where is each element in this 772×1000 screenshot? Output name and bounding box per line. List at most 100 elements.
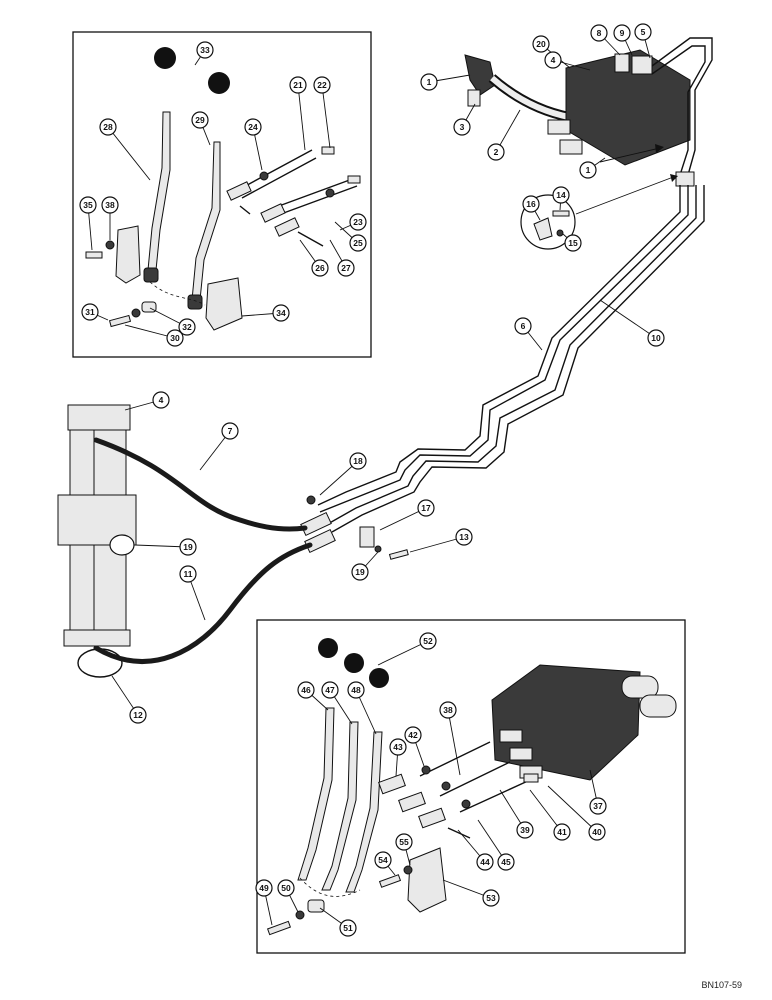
callout-33: 33 [194,41,214,66]
callout-42: 42 [404,726,425,767]
callout-number: 45 [501,857,511,867]
callout-number: 10 [651,333,661,343]
arrow-head [670,174,678,182]
callout-leader [297,84,306,151]
callout-bubble [419,632,437,650]
nut [461,799,471,809]
callout-bubble [101,196,119,214]
remote-valve-assembly [464,37,713,250]
callout-4: 4 [124,391,170,411]
arrow-head [655,144,664,153]
clevis [274,217,300,237]
valve-spool [559,139,583,155]
callout-52: 52 [377,632,437,666]
callout-number: 38 [443,705,453,715]
callout-number: 40 [592,827,602,837]
callout-number: 8 [597,28,602,38]
callout-leader [547,785,598,833]
callout-number: 23 [353,217,363,227]
callout-22: 22 [313,76,331,149]
callout-38: 38 [439,701,461,776]
callout-37: 37 [589,769,607,815]
callout-number: 31 [85,307,95,317]
cylinder-head [67,404,131,431]
callout-number: 26 [315,263,325,273]
callout-bubble [81,303,99,321]
callout-bubble [439,701,457,719]
callout-23: 23 [339,213,367,231]
callout-number: 44 [480,857,490,867]
callout-8: 8 [590,24,621,56]
callout-bubble [178,318,196,336]
callout-bubble [152,391,170,409]
callout-number: 4 [159,395,164,405]
callout-50: 50 [277,879,299,913]
callout-number: 50 [281,883,291,893]
callout-bubble [313,76,331,94]
callout-number: 15 [568,238,578,248]
lever-rod [147,111,171,271]
callout-bubble [179,538,197,556]
callout-number: 51 [343,923,353,933]
assembly-line [149,281,206,306]
lever-knob [344,653,364,673]
washer [403,865,413,875]
callout-number: 11 [184,569,193,579]
callout-bubble [417,499,435,517]
callout-leader [134,544,189,548]
callout-12: 12 [111,675,147,724]
lever-bracket [407,847,447,913]
callout-number: 43 [393,742,403,752]
lower-valve-inset [256,619,686,954]
callout-bubble [191,111,209,129]
valve-port [639,694,677,718]
callout-bubble [221,422,239,440]
callout-44: 44 [457,829,494,871]
callout-bubble [522,195,540,213]
steel-line-10 [325,185,697,526]
callout-bubble [196,41,214,59]
callout-number: 55 [399,837,409,847]
callout-2: 2 [487,109,521,161]
callout-number: 53 [486,893,496,903]
callout-bubble [99,118,117,136]
callout-bubble [552,186,570,204]
callout-43: 43 [389,738,407,777]
bolt [552,210,570,217]
callout-bubble [339,919,357,937]
callout-number: 54 [378,855,388,865]
callout-bubble [166,329,184,347]
callout-bubble [516,821,534,839]
valve-port [621,675,659,699]
callout-34: 34 [241,304,290,322]
callout-9: 9 [613,24,633,56]
callout-47: 47 [321,681,353,725]
callout-number: 39 [520,825,530,835]
pin [523,773,539,783]
callout-18: 18 [319,452,367,496]
callout-7: 7 [199,422,239,471]
callout-bubble [349,213,367,231]
nut [259,171,269,181]
lever-knob [318,638,338,658]
callout-number: 5 [641,27,646,37]
callout-bubble [297,681,315,699]
callout-number: 22 [317,80,327,90]
callout-bubble [553,823,571,841]
hydraulic-line [651,37,713,176]
callout-bubble [349,234,367,252]
bushing [187,294,203,310]
callout-3: 3 [453,103,476,136]
callout-29: 29 [191,111,211,146]
callout-leader [377,640,429,666]
callout-bubble [255,879,273,897]
callout-number: 46 [301,685,311,695]
cylinder-base [63,629,131,647]
callout-bubble [482,889,500,907]
callout-bubble [395,833,413,851]
linkage-rod [267,177,356,211]
lever-rod [321,721,359,891]
callout-number: 38 [105,200,115,210]
linkage-rod [459,779,531,813]
